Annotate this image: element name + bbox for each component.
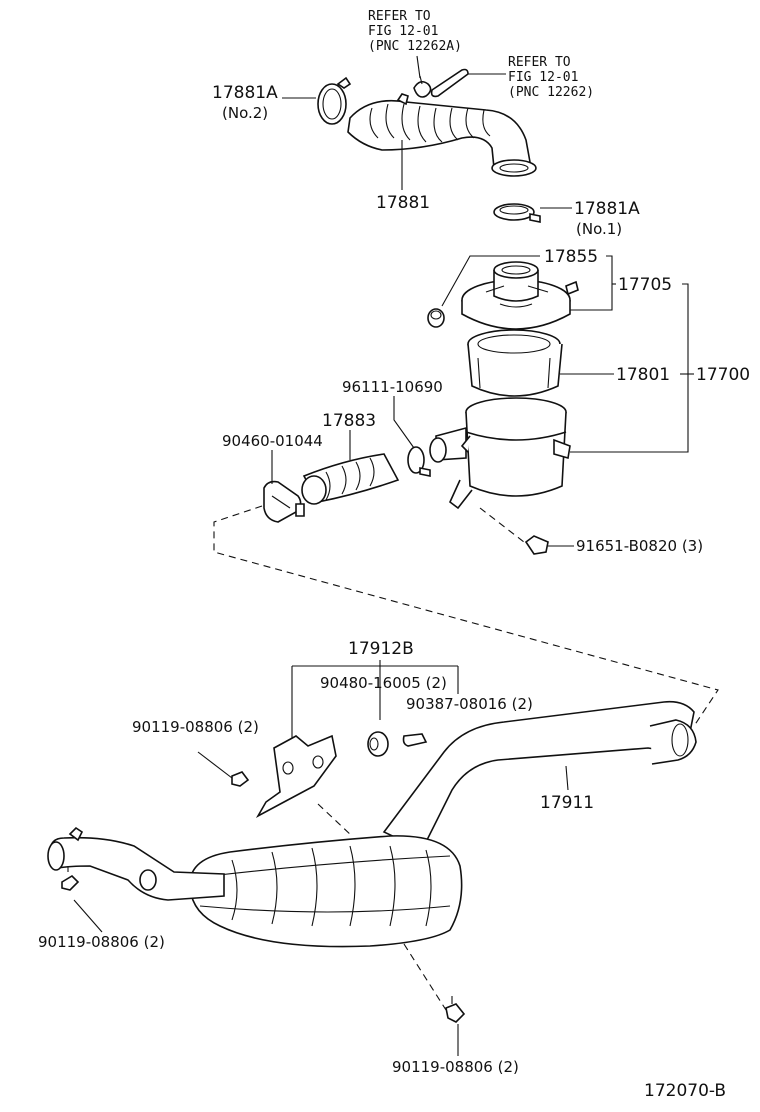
label-clamp-no2-note: (No.2) [222, 104, 268, 122]
label-grommet: 17855 [544, 247, 598, 267]
label-clamp-no1-pn: 17881A [574, 199, 640, 219]
clamp-90460 [263, 480, 305, 523]
label-intake-hose: 17881 [376, 193, 430, 213]
cushion-90480 [367, 731, 389, 757]
intake-hose-17881 [347, 93, 537, 177]
cleaner-case [429, 397, 571, 510]
small-hose-a [413, 75, 432, 98]
label-air-duct: 17911 [540, 793, 594, 813]
refer-note-b: REFER TO FIG 12-01 (PNC 12262) [508, 55, 594, 100]
leader-air-duct [565, 765, 569, 791]
hose-clamp-96111 [407, 446, 431, 477]
intake-pipe [47, 826, 225, 901]
small-hose-b [430, 68, 469, 98]
leader-bolt-left [73, 899, 103, 933]
clamp-no1 [493, 203, 541, 223]
inlet-hose-17883 [301, 453, 400, 505]
label-bolt-left: 90119-08806 (2) [38, 933, 165, 951]
label-clamp-rear: 90460-01044 [222, 432, 323, 450]
label-cap-sub-assy: 17705 [618, 275, 672, 295]
label-inlet-hose: 17883 [322, 411, 376, 431]
refer-b-line1: REFER TO [508, 55, 571, 70]
cleaner-cap-17705 [461, 261, 579, 330]
bracket-plate [255, 734, 337, 819]
leader-bolt-bracket [197, 751, 233, 779]
clamp-no2 [317, 76, 352, 125]
bolt-bottom [445, 996, 466, 1023]
bracket-group-lines [291, 660, 459, 740]
bracket-17700 [570, 283, 689, 453]
leader-bolt-cleaner-dash [479, 507, 525, 543]
label-clamp-no2-pn: 17881A [212, 83, 278, 103]
connection-line-dashed [213, 505, 719, 727]
refer-a-line2: FIG 12-01 [368, 24, 438, 39]
label-filter-element: 17801 [616, 365, 670, 385]
label-stud: 90387-08016 (2) [406, 695, 533, 713]
bolt-bracket [231, 771, 250, 787]
bracket-17705 [570, 255, 613, 311]
leader-bolt-bottom-dash [403, 943, 447, 1011]
bolt-91651 [524, 535, 549, 555]
refer-b-line3: (PNC 12262) [508, 85, 594, 100]
refer-b-line2: FIG 12-01 [508, 70, 578, 85]
grommet-17855 [427, 308, 445, 328]
filter-element-17801 [467, 329, 563, 397]
stud-90387 [402, 733, 428, 747]
air-duct-17911 [382, 700, 697, 852]
label-bolt-cleaner: 91651-B0820 (3) [576, 537, 703, 555]
label-cushion: 90480-16005 (2) [320, 674, 447, 692]
leader-grommet [441, 255, 540, 307]
label-bolt-bracket: 90119-08806 (2) [132, 718, 259, 736]
refer-note-a: REFER TO FIG 12-01 (PNC 12262A) [368, 9, 462, 54]
label-bolt-bottom: 90119-08806 (2) [392, 1058, 519, 1076]
refer-a-leader [416, 55, 421, 79]
refer-a-line3: (PNC 12262A) [368, 39, 462, 54]
refer-a-line1: REFER TO [368, 9, 431, 24]
label-hose-clamp: 96111-10690 [342, 378, 443, 396]
label-clamp-no1-note: (No.1) [576, 220, 622, 238]
resonator [189, 835, 463, 948]
bolt-left [61, 866, 80, 891]
figure-code: 172070-B [644, 1081, 726, 1101]
label-cleaner-assy: 17700 [696, 365, 750, 385]
bracket-dash [317, 803, 353, 837]
leader-hose-clamp [393, 396, 415, 449]
label-bracket-group: 17912B [348, 639, 414, 659]
